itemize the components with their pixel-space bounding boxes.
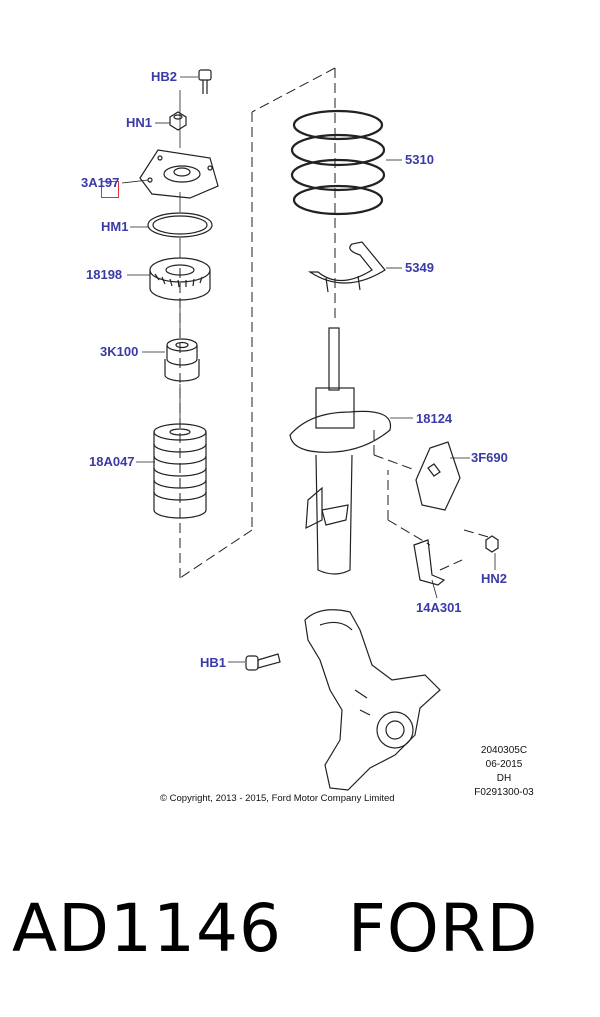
label-3f690: 3F690 [471, 450, 508, 465]
bracket-3f690-drawing [415, 441, 461, 511]
label-18a047: 18A047 [89, 454, 135, 469]
copyright-notice: © Copyright, 2013 - 2015, Ford Motor Com… [160, 793, 395, 804]
label-18124: 18124 [416, 411, 453, 426]
label-5310: 5310 [405, 152, 434, 167]
part-number: AD1146 [12, 890, 282, 967]
meta-line-2: 06-2015 [485, 759, 523, 770]
label-3k100: 3K100 [100, 344, 139, 359]
meta-line-4: F0291300-03 [474, 787, 534, 798]
leader-lines [121, 76, 496, 663]
bump-stop-3k100-drawing [164, 338, 200, 382]
steering-knuckle-drawing [304, 609, 441, 791]
dust-boot-18a047-drawing [153, 423, 207, 519]
label-18198: 18198 [86, 267, 123, 282]
label-hn2: HN2 [481, 571, 508, 586]
bolt-hb2-drawing [198, 69, 212, 94]
caption: AD1146 FORD [12, 890, 538, 967]
label-3a197: 3A197 [81, 175, 120, 190]
seal-ring-hm1-drawing [147, 212, 213, 238]
label-hb1: HB1 [200, 655, 227, 670]
meta-line-3: DH [496, 773, 512, 784]
label-5349: 5349 [405, 260, 434, 275]
nut-hn1-drawing [169, 111, 187, 131]
label-hm1: HM1 [101, 219, 129, 234]
strut-18124-drawing [289, 327, 392, 575]
label-hn1: HN1 [126, 115, 153, 130]
brand-name: FORD [347, 890, 539, 967]
exploded-parts-diagram [121, 67, 499, 791]
top-mount-plate-drawing [139, 149, 219, 199]
highlight-marker [101, 181, 119, 198]
coil-spring-5310-drawing [290, 109, 386, 216]
bearing-18198-drawing [149, 257, 211, 301]
spring-seat-5349-drawing [307, 241, 386, 293]
label-14a301: 14A301 [416, 600, 462, 615]
label-hb2: HB2 [151, 69, 178, 84]
meta-line-1: 2040305C [480, 745, 528, 756]
bolt-hb1-drawing [245, 653, 281, 671]
assembly-outline [179, 67, 493, 579]
nut-hn2-drawing [485, 535, 499, 553]
bracket-14a301-drawing [413, 539, 446, 586]
